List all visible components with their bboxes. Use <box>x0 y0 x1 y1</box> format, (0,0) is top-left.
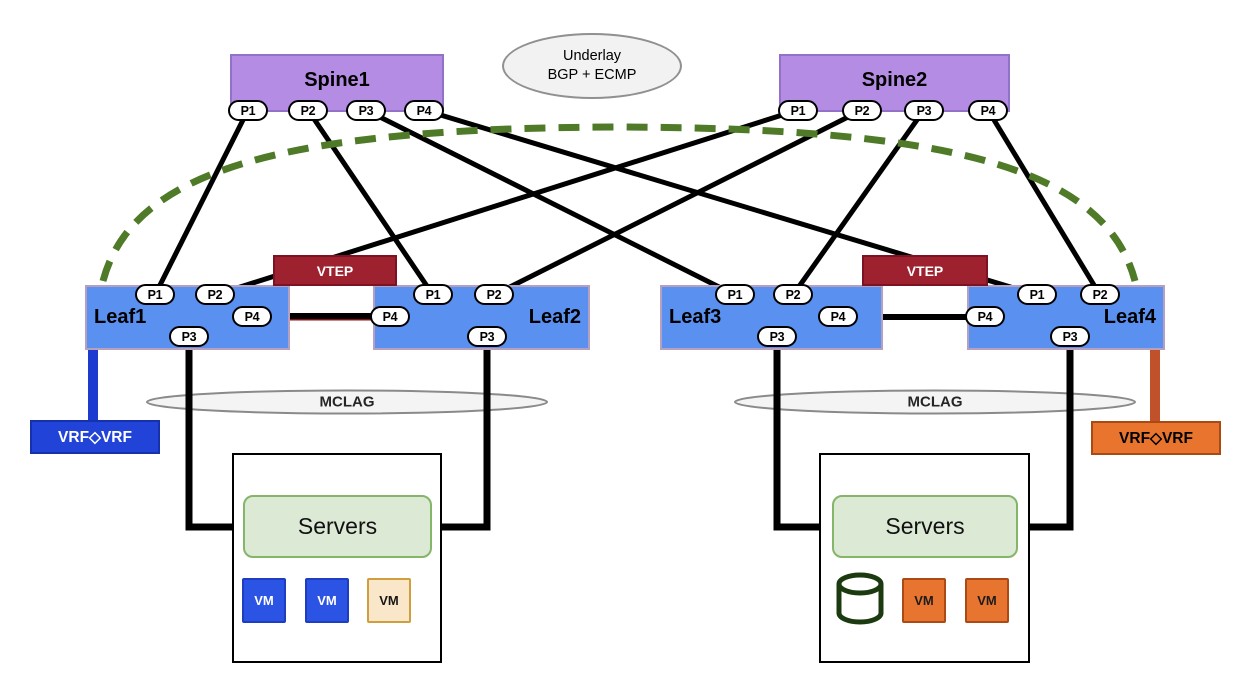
spine1-box: Spine1 <box>230 54 444 112</box>
vm-left-1-label: VM <box>254 593 274 608</box>
port-leaf1-p2: P2 <box>195 284 235 305</box>
port-leaf4-p3: P3 <box>1050 326 1090 347</box>
vrf-box-left: VRF◇VRF <box>30 420 160 454</box>
vm-left-1: VM <box>242 578 286 623</box>
servers-right: Servers <box>832 495 1018 558</box>
vrf-right-label: VRF◇VRF <box>1119 429 1193 447</box>
port-leaf2-p4: P4 <box>370 306 410 327</box>
servers-left-label: Servers <box>297 513 378 539</box>
port-leaf1-p3: P3 <box>169 326 209 347</box>
server-group-left-box <box>232 453 442 663</box>
link-spine1p2-leaf2p1 <box>305 108 436 297</box>
mclag-right-label: MCLAG <box>907 393 963 411</box>
vm-right-1: VM <box>902 578 946 623</box>
port-leaf1-p4: P4 <box>232 306 272 327</box>
spine1-label: Spine1 <box>304 68 370 91</box>
port-spine2-p1: P1 <box>778 100 818 121</box>
port-leaf2-p1: P1 <box>413 284 453 305</box>
server-group-right-box <box>819 453 1030 663</box>
port-leaf3-p3: P3 <box>757 326 797 347</box>
port-leaf1-p1: P1 <box>135 284 175 305</box>
vm-right-1-label: VM <box>914 593 934 608</box>
mclag-ellipse-right <box>734 389 1136 415</box>
port-spine2-p2: P2 <box>842 100 882 121</box>
link-leaf4p3-servers <box>1015 348 1074 531</box>
port-spine1-p4: P4 <box>404 100 444 121</box>
vm-right-2: VM <box>965 578 1009 623</box>
vm-left-3-label: VM <box>379 593 399 608</box>
vm-left-2: VM <box>305 578 349 623</box>
leaf3-label: Leaf3 <box>669 306 722 328</box>
overlay-tunnel-dashed <box>99 123 1139 282</box>
link-spine2p2-leaf2p2 <box>492 107 864 298</box>
underlay-label-line1: Underlay <box>562 48 622 64</box>
link-spine2p4-leaf4p2 <box>985 108 1103 297</box>
vtep-left-label: VTEP <box>316 262 354 279</box>
leaf2-label: Leaf2 <box>528 306 581 328</box>
port-spine1-p1: P1 <box>228 100 268 121</box>
port-leaf2-p3: P3 <box>467 326 507 347</box>
link-leaf1p3-servers <box>185 348 246 531</box>
port-leaf4-p1: P1 <box>1017 284 1057 305</box>
port-leaf2-p2: P2 <box>474 284 514 305</box>
link-spine1p1-leaf1p1 <box>152 108 251 297</box>
servers-left: Servers <box>243 495 432 558</box>
spine2-label: Spine2 <box>861 68 928 91</box>
port-leaf4-p4: P4 <box>965 306 1005 327</box>
port-leaf3-p1: P1 <box>715 284 755 305</box>
vm-left-3: VM <box>367 578 411 623</box>
port-spine2-p3: P3 <box>904 100 944 121</box>
link-spine1p3-leaf3p1 <box>364 107 737 298</box>
link-leaf3p3-servers <box>773 348 835 531</box>
mclag-left-label: MCLAG <box>319 393 375 411</box>
vm-left-2-label: VM <box>317 593 337 608</box>
database-icon <box>836 572 884 625</box>
port-spine2-p4: P4 <box>968 100 1008 121</box>
vtep-box-left: VTEP <box>273 255 397 286</box>
link-leaf2p3-servers <box>429 348 491 531</box>
vm-right-2-label: VM <box>977 593 997 608</box>
leaf1-label: Leaf1 <box>94 306 147 328</box>
underlay-label-line2: BGP + ECMP <box>547 67 637 83</box>
servers-right-label: Servers <box>885 513 965 539</box>
vrf-left-label: VRF◇VRF <box>58 428 132 446</box>
port-leaf3-p4: P4 <box>818 306 858 327</box>
port-spine1-p3: P3 <box>346 100 386 121</box>
vtep-box-right: VTEP <box>862 255 988 286</box>
port-spine1-p2: P2 <box>288 100 328 121</box>
vrf-box-right: VRF◇VRF <box>1091 421 1221 455</box>
port-leaf3-p2: P2 <box>773 284 813 305</box>
port-leaf4-p2: P2 <box>1080 284 1120 305</box>
leaf4-label: Leaf4 <box>1103 306 1156 328</box>
mclag-ellipse-left <box>146 389 548 415</box>
vtep-right-label: VTEP <box>906 262 944 279</box>
underlay-ellipse: Underlay BGP + ECMP <box>502 33 682 99</box>
